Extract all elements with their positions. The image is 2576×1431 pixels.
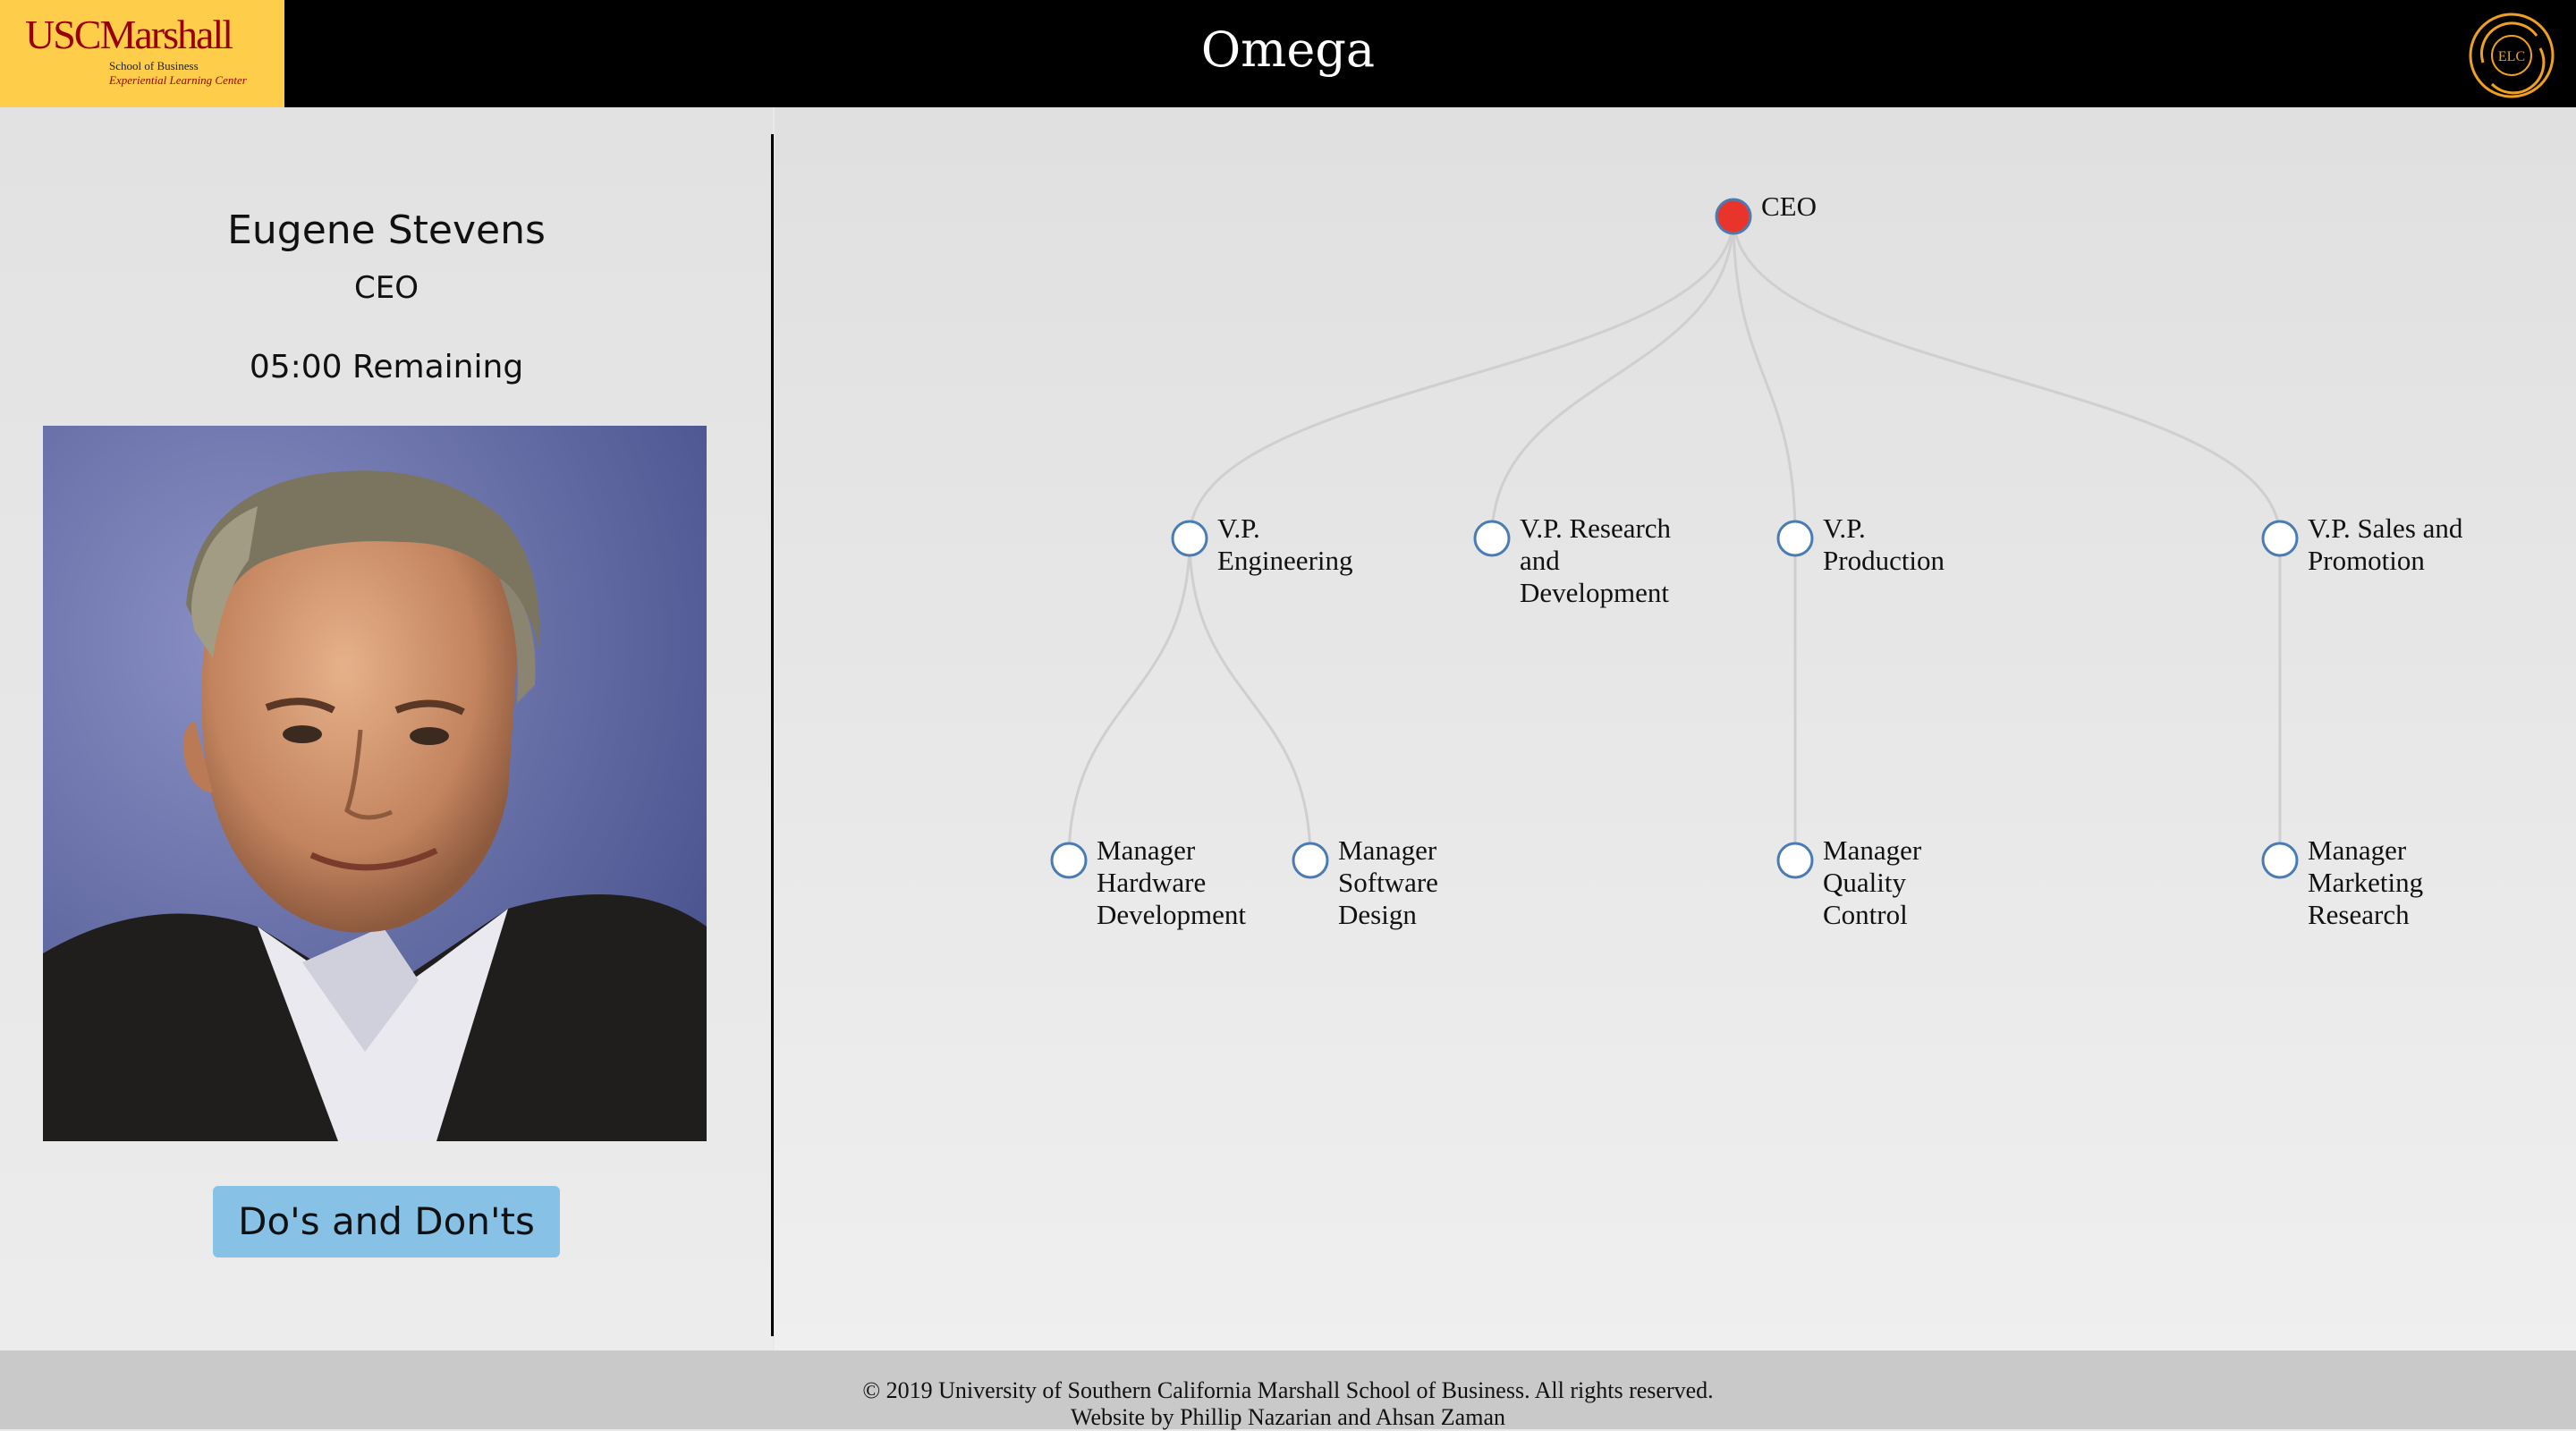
org-node-label-line: CEO: [1761, 191, 1817, 222]
link-vp-engineering-to-mgr-hardware: [1067, 538, 1191, 861]
logo-usc-text: USC: [25, 12, 101, 57]
link-ceo-to-vp-research: [1490, 216, 1735, 539]
org-node-label-line: V.P.: [1823, 512, 1866, 544]
org-node-label-line: V.P. Research: [1520, 512, 1672, 544]
usc-marshall-logo[interactable]: USCMarshall School of Business Experient…: [0, 0, 284, 107]
timer-remaining: 05:00 Remaining: [249, 349, 524, 385]
app-title: Omega: [1200, 21, 1376, 78]
link-vp-engineering-to-mgr-software: [1188, 538, 1312, 861]
org-node-label-line: Promotion: [2308, 545, 2425, 576]
org-node-label-line: Software: [1338, 867, 1438, 898]
link-ceo-to-vp-engineering: [1188, 216, 1735, 539]
profile-photo: [43, 426, 707, 1141]
org-node-label-line: Manager: [1097, 834, 1196, 866]
org-node-label-line: and: [1520, 545, 1560, 576]
org-node-label-line: Quality: [1823, 867, 1906, 898]
org-node-label-line: Hardware: [1097, 867, 1206, 898]
dos-and-donts-button[interactable]: Do's and Don'ts: [213, 1186, 560, 1257]
person-name: Eugene Stevens: [227, 207, 546, 253]
org-node-circle-vp-sales[interactable]: [2261, 520, 2299, 557]
org-node-label-line: Manager: [1338, 834, 1437, 866]
org-node-label-vp-production[interactable]: V.P.Production: [1823, 512, 1945, 576]
org-node-label-line: Development: [1520, 577, 1669, 608]
org-node-label-line: Production: [1823, 545, 1945, 576]
org-node-label-line: Manager: [1823, 834, 1922, 866]
org-node-circle-vp-production[interactable]: [1776, 520, 1814, 557]
org-node-circle-mgr-marketing[interactable]: [2261, 842, 2299, 879]
org-node-vp-production[interactable]: V.P.Production: [1776, 512, 1945, 576]
org-node-label-line: V.P.: [1217, 512, 1260, 544]
org-node-label-line: Control: [1823, 899, 1908, 930]
org-node-ceo[interactable]: CEO: [1715, 191, 1817, 235]
org-node-circle-mgr-software[interactable]: [1292, 842, 1329, 879]
elc-logo-icon: ELC: [2469, 13, 2555, 98]
org-node-circle-vp-research[interactable]: [1473, 520, 1511, 557]
logo-subtitle: School of Business: [109, 59, 199, 72]
org-node-label-line: Marketing: [2308, 867, 2423, 898]
org-node-label-line: Design: [1338, 899, 1417, 930]
org-node-label-line: Engineering: [1217, 545, 1353, 576]
link-ceo-to-vp-production: [1732, 216, 1797, 539]
org-node-label-ceo[interactable]: CEO: [1761, 191, 1817, 222]
elc-badge-text: ELC: [2498, 49, 2525, 64]
org-node-label-line: Research: [2308, 899, 2410, 930]
footer: © 2019 University of Southern California…: [0, 1351, 2576, 1430]
org-node-circle-mgr-quality[interactable]: [1776, 842, 1814, 879]
panel-divider: [771, 134, 774, 1336]
org-node-label-line: V.P. Sales and: [2308, 512, 2463, 544]
footer-copyright: © 2019 University of Southern California…: [862, 1377, 1714, 1403]
link-ceo-to-vp-sales: [1732, 216, 2282, 539]
org-node-label-line: Manager: [2308, 834, 2407, 866]
org-node-circle-ceo[interactable]: [1715, 198, 1752, 235]
org-node-circle-vp-engineering[interactable]: [1171, 520, 1208, 557]
logo-subtitle-italic: Experiential Learning Center: [109, 73, 247, 87]
org-node-label-vp-engineering[interactable]: V.P.Engineering: [1217, 512, 1353, 576]
logo-wordmark: USCMarshall: [25, 11, 233, 58]
logo-marshall-text: Marshall: [99, 12, 233, 57]
person-role: CEO: [354, 270, 419, 306]
org-node-label-line: Development: [1097, 899, 1246, 930]
org-node-circle-mgr-hardware[interactable]: [1050, 842, 1088, 879]
top-header: USCMarshall School of Business Experient…: [0, 0, 2576, 107]
org-node-vp-engineering[interactable]: V.P.Engineering: [1171, 512, 1353, 576]
footer-credits: Website by Phillip Nazarian and Ahsan Za…: [1070, 1404, 1505, 1430]
